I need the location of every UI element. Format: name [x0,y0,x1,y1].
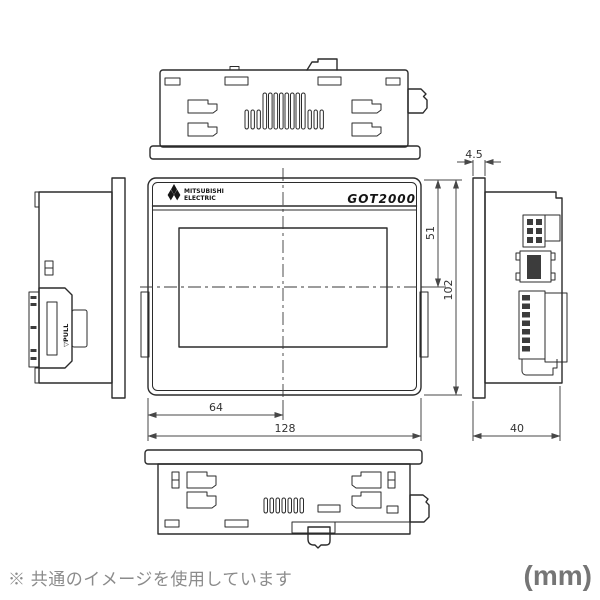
bottom-bezel-plate [144,449,423,465]
maker-logo-text-line2: ELECTRIC [184,195,216,202]
dimension-annotations: 64 128 51 102 4.5 40 [147,148,561,441]
port-tab [515,252,521,261]
connector-inner [46,301,58,356]
maker-logo-text-line1: MITSUBISHI [184,188,224,195]
right-side-view [472,177,568,399]
dim-upper-height: 51 [424,226,437,240]
left-mount-tab [140,291,150,358]
front-view: MITSUBISHI ELECTRIC GOT2000 [140,168,443,420]
usb-port-block [519,250,552,283]
right-mount-tab [419,291,429,358]
top-body [159,69,409,148]
connector-housing [38,287,73,369]
right-view-body [484,191,563,384]
common-image-note: ※ 共通のイメージを使用しています [8,570,293,589]
slot [317,76,342,86]
connector-barrel [71,309,88,348]
port-tab [515,272,521,281]
dim-panel-thickness: 4.5 [465,148,483,161]
port-tab [550,252,556,261]
product-logo-text: GOT2000 [347,192,416,206]
usb-port-insert [527,255,541,279]
front-bezel-outer [147,177,422,396]
slot [164,77,181,86]
hook-cutout [351,122,382,137]
left-side-view: ▽PULL [28,177,126,399]
vent-slots [244,92,324,130]
body-lip [34,367,40,384]
dim-width: 128 [275,422,296,435]
hook-cutout [187,122,218,137]
top-side-connector [407,88,428,114]
dim-half-width: 64 [209,401,223,414]
hook-cutout [351,471,382,489]
bottom-view [144,449,430,549]
port-block-top-side [544,214,561,242]
bottom-side-connector [409,494,430,523]
port-tab [550,272,556,281]
pull-tab-label: ▽PULL [62,324,70,347]
top-bezel-plate [149,145,421,160]
slot [386,505,399,514]
bottom-vent-slots [263,497,304,514]
hook-cutout [186,471,217,489]
slot [385,77,401,86]
slot [224,519,249,528]
port-pins [527,219,542,243]
right-view-bezel [472,177,486,399]
front-bezel-inner [152,182,417,391]
bottom-connector-base [291,521,336,534]
flange-ticks [30,296,37,360]
mitsubishi-diamond-logo [167,184,181,201]
hook-cutout [351,491,382,509]
terminal-cover [544,292,568,363]
hook-cutout [186,491,217,509]
top-latch [306,58,338,71]
dim-depth: 40 [510,422,524,435]
top-view [149,58,428,160]
slot [317,504,341,513]
unit-label: (mm) [523,560,592,591]
bottom-connector-tab [307,526,331,549]
body-lip [34,191,40,208]
hook-cutout [187,99,218,114]
left-view-bezel [111,177,126,399]
hook-cutout [351,99,382,114]
slot [164,519,180,528]
slot [224,76,249,86]
bottom-body [157,463,411,535]
terminal-screws [522,295,530,352]
dim-height: 102 [442,280,455,301]
bottom-foot-step [521,359,558,376]
